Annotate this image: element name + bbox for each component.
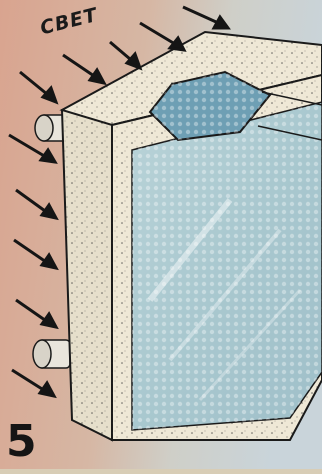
frame-box	[62, 32, 322, 440]
figure-number: 5	[6, 420, 37, 464]
glass-texture	[132, 102, 322, 430]
peg-left-lower	[33, 340, 70, 368]
